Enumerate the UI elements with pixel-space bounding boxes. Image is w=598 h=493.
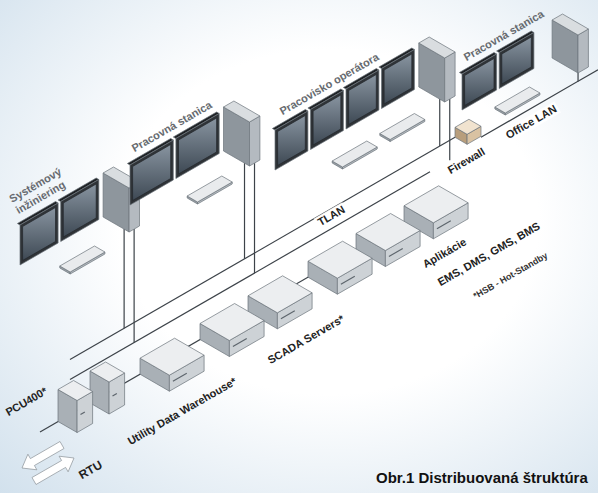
monitor-screen	[465, 59, 494, 106]
workstation: Systémový inžiniering	[103, 167, 139, 232]
computer-tower	[445, 52, 455, 102]
lan-bus	[70, 137, 455, 359]
workstation-illustration	[272, 37, 455, 170]
station-label: Pracovná stanica	[460, 6, 548, 64]
monitor-screen	[502, 37, 532, 84]
monitor-screen	[349, 75, 377, 125]
monitor-screen	[63, 184, 96, 237]
server-group: Utility Data Warehouse*	[140, 338, 204, 391]
callout-label: RTU	[75, 457, 107, 483]
server-box	[58, 381, 93, 401]
monitor-screen	[278, 116, 306, 166]
computer-tower	[552, 14, 588, 35]
keyboard	[332, 141, 377, 167]
equipment-label: PCU400*	[2, 384, 51, 420]
server-slot	[437, 221, 451, 229]
server-slot	[389, 248, 403, 256]
edge-label: Office LAN	[502, 101, 561, 142]
drop-cable	[124, 229, 125, 328]
station-label: Pracovná stanica	[128, 97, 216, 155]
server-illustration	[140, 338, 204, 391]
server-box	[140, 338, 204, 375]
monitor	[275, 111, 308, 170]
firewall-illustration	[455, 119, 481, 144]
server-slot	[81, 412, 85, 415]
firewall: Firewall	[455, 119, 481, 144]
drop-cable	[244, 163, 245, 259]
computer-tower	[578, 29, 588, 73]
keyboard	[60, 246, 105, 272]
equipment-label: SCADA Servers*	[264, 311, 349, 367]
data-arrow	[32, 456, 74, 484]
server-box	[404, 186, 468, 223]
server-slot	[341, 276, 355, 284]
station-label: Pracovisko operátora	[276, 49, 383, 118]
server-slot	[113, 394, 117, 397]
monitor	[382, 50, 415, 109]
drop-cable	[134, 229, 135, 342]
server-slot	[281, 311, 295, 319]
computer-tower	[250, 116, 260, 166]
server-group: SCADA Servers*	[200, 276, 312, 357]
server-box	[248, 276, 312, 313]
drop-cable	[439, 99, 440, 146]
computer-tower	[224, 101, 260, 122]
equipment-label: Firewall	[444, 144, 489, 177]
figure-caption: Obr.1 Distribuovaná štruktúra	[374, 469, 590, 486]
server-illustration	[58, 362, 125, 433]
keyboard	[495, 87, 540, 113]
monitor-screen	[23, 208, 56, 261]
keyboard	[380, 114, 425, 140]
computer-tower	[419, 37, 455, 58]
workstation: Pracovná stanica	[552, 14, 588, 73]
server-box	[200, 304, 264, 341]
workstation: Pracovná stanica	[224, 101, 260, 166]
monitor-screen	[313, 95, 341, 145]
callout-label: TLAN	[314, 202, 349, 230]
drop-cable	[254, 163, 255, 273]
equipment-label: Utility Data Warehouse*	[124, 374, 241, 449]
drop-cable	[449, 99, 450, 160]
lan-bus	[70, 172, 430, 380]
equipment	[17, 14, 588, 433]
server-box	[90, 362, 125, 382]
server-group: PCU400*	[58, 362, 125, 432]
server-box	[356, 214, 420, 251]
data-arrows	[22, 442, 74, 485]
server-slot	[233, 339, 247, 347]
firewall-box	[455, 119, 481, 134]
server-box	[308, 241, 372, 278]
tlan-bus	[40, 201, 440, 432]
keyboard	[187, 176, 232, 202]
server-group: AplikácieEMS, DMS, GMS, BMS	[308, 186, 468, 294]
station-label: Systémový inžiniering	[5, 157, 83, 217]
network-wires	[40, 70, 598, 432]
monitor-screen	[384, 54, 412, 104]
server-slot	[173, 373, 187, 381]
workstation: Pracovisko operátora	[419, 37, 455, 102]
